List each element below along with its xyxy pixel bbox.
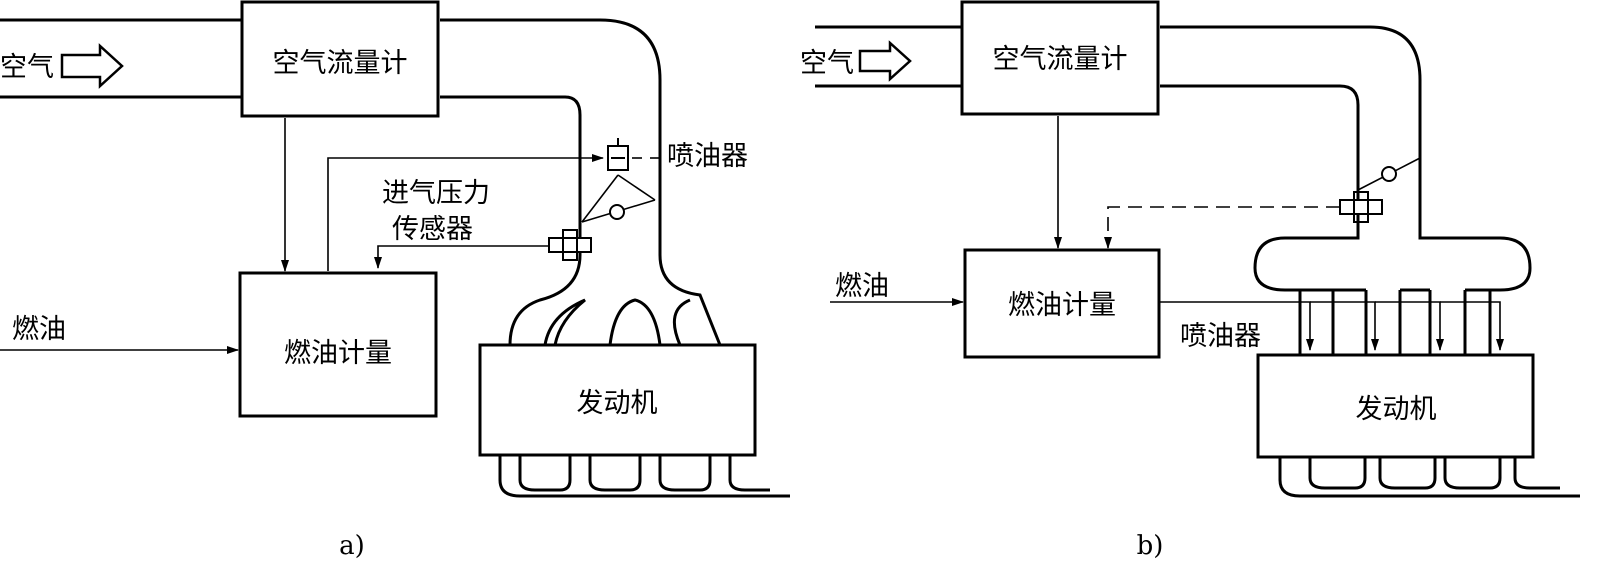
engine-label-b: 发动机	[1356, 394, 1437, 425]
caption-a: a)	[339, 531, 365, 561]
panel-a: 空气 空气流量计 燃油 燃油计量 喷油器 进气压力 传感器 发动机 a)	[0, 0, 790, 561]
air-label-a: 空气	[0, 52, 54, 83]
throttle-icon-a	[581, 174, 656, 223]
exhaust-manifold-b	[1278, 457, 1580, 498]
fuel-label-a: 燃油	[12, 314, 66, 345]
engine-label-a: 发动机	[577, 388, 658, 419]
sensor-to-fuel-line-a	[374, 245, 555, 269]
air-arrow-icon-b	[858, 40, 912, 82]
throttle-icon-b	[1357, 157, 1421, 191]
airflow-meter-box-b	[960, 0, 1160, 116]
fuel-metering-label-b: 燃油计量	[1008, 290, 1116, 321]
plenum-runners-b	[1298, 288, 1492, 355]
airflow-meter-box-a	[240, 0, 440, 118]
panel-b: 空气 空气流量计 燃油 燃油计量 喷油器 发动机 b)	[800, 0, 1580, 561]
pressure-sensor-icon-a	[548, 229, 592, 261]
intake-pipe-top-wall-a	[0, 18, 722, 346]
injector-label-a: 喷油器	[667, 141, 748, 172]
injector-label-b: 喷油器	[1180, 321, 1261, 352]
sensor-to-fuel-dashed-line-b	[1104, 206, 1340, 249]
intake-runners-a	[543, 298, 691, 346]
fuel-to-injector-4-arrow-b	[1440, 301, 1504, 351]
intake-pipe-top-wall-b	[815, 25, 1532, 292]
fuel-metering-box-a	[238, 271, 438, 418]
air-label-b: 空气	[800, 48, 854, 79]
engine-box-b	[1256, 353, 1535, 459]
fuel-metering-label-a: 燃油计量	[284, 338, 392, 369]
caption-b: b)	[1137, 531, 1164, 561]
airflow-meter-label-b: 空气流量计	[993, 44, 1128, 75]
air-arrow-icon-a	[60, 43, 124, 89]
fuel-metering-box-b	[963, 248, 1161, 359]
airflow-meter-label-a: 空气流量计	[273, 48, 408, 79]
pressure-sensor-icon-b	[1339, 191, 1383, 223]
fuel-label-b: 燃油	[835, 271, 889, 302]
intake-pipe-bottom-wall-b	[815, 84, 1360, 292]
engine-box-a	[478, 343, 757, 457]
fuel-to-injector-line-a	[327, 154, 604, 271]
pressure-sensor-label-line2-a: 传感器	[392, 214, 473, 245]
exhaust-manifold-a	[498, 455, 790, 498]
injector-icon-a	[607, 138, 660, 171]
intake-pipe-bottom-wall-a	[0, 95, 582, 346]
pressure-sensor-label-line1-a: 进气压力	[382, 178, 490, 209]
